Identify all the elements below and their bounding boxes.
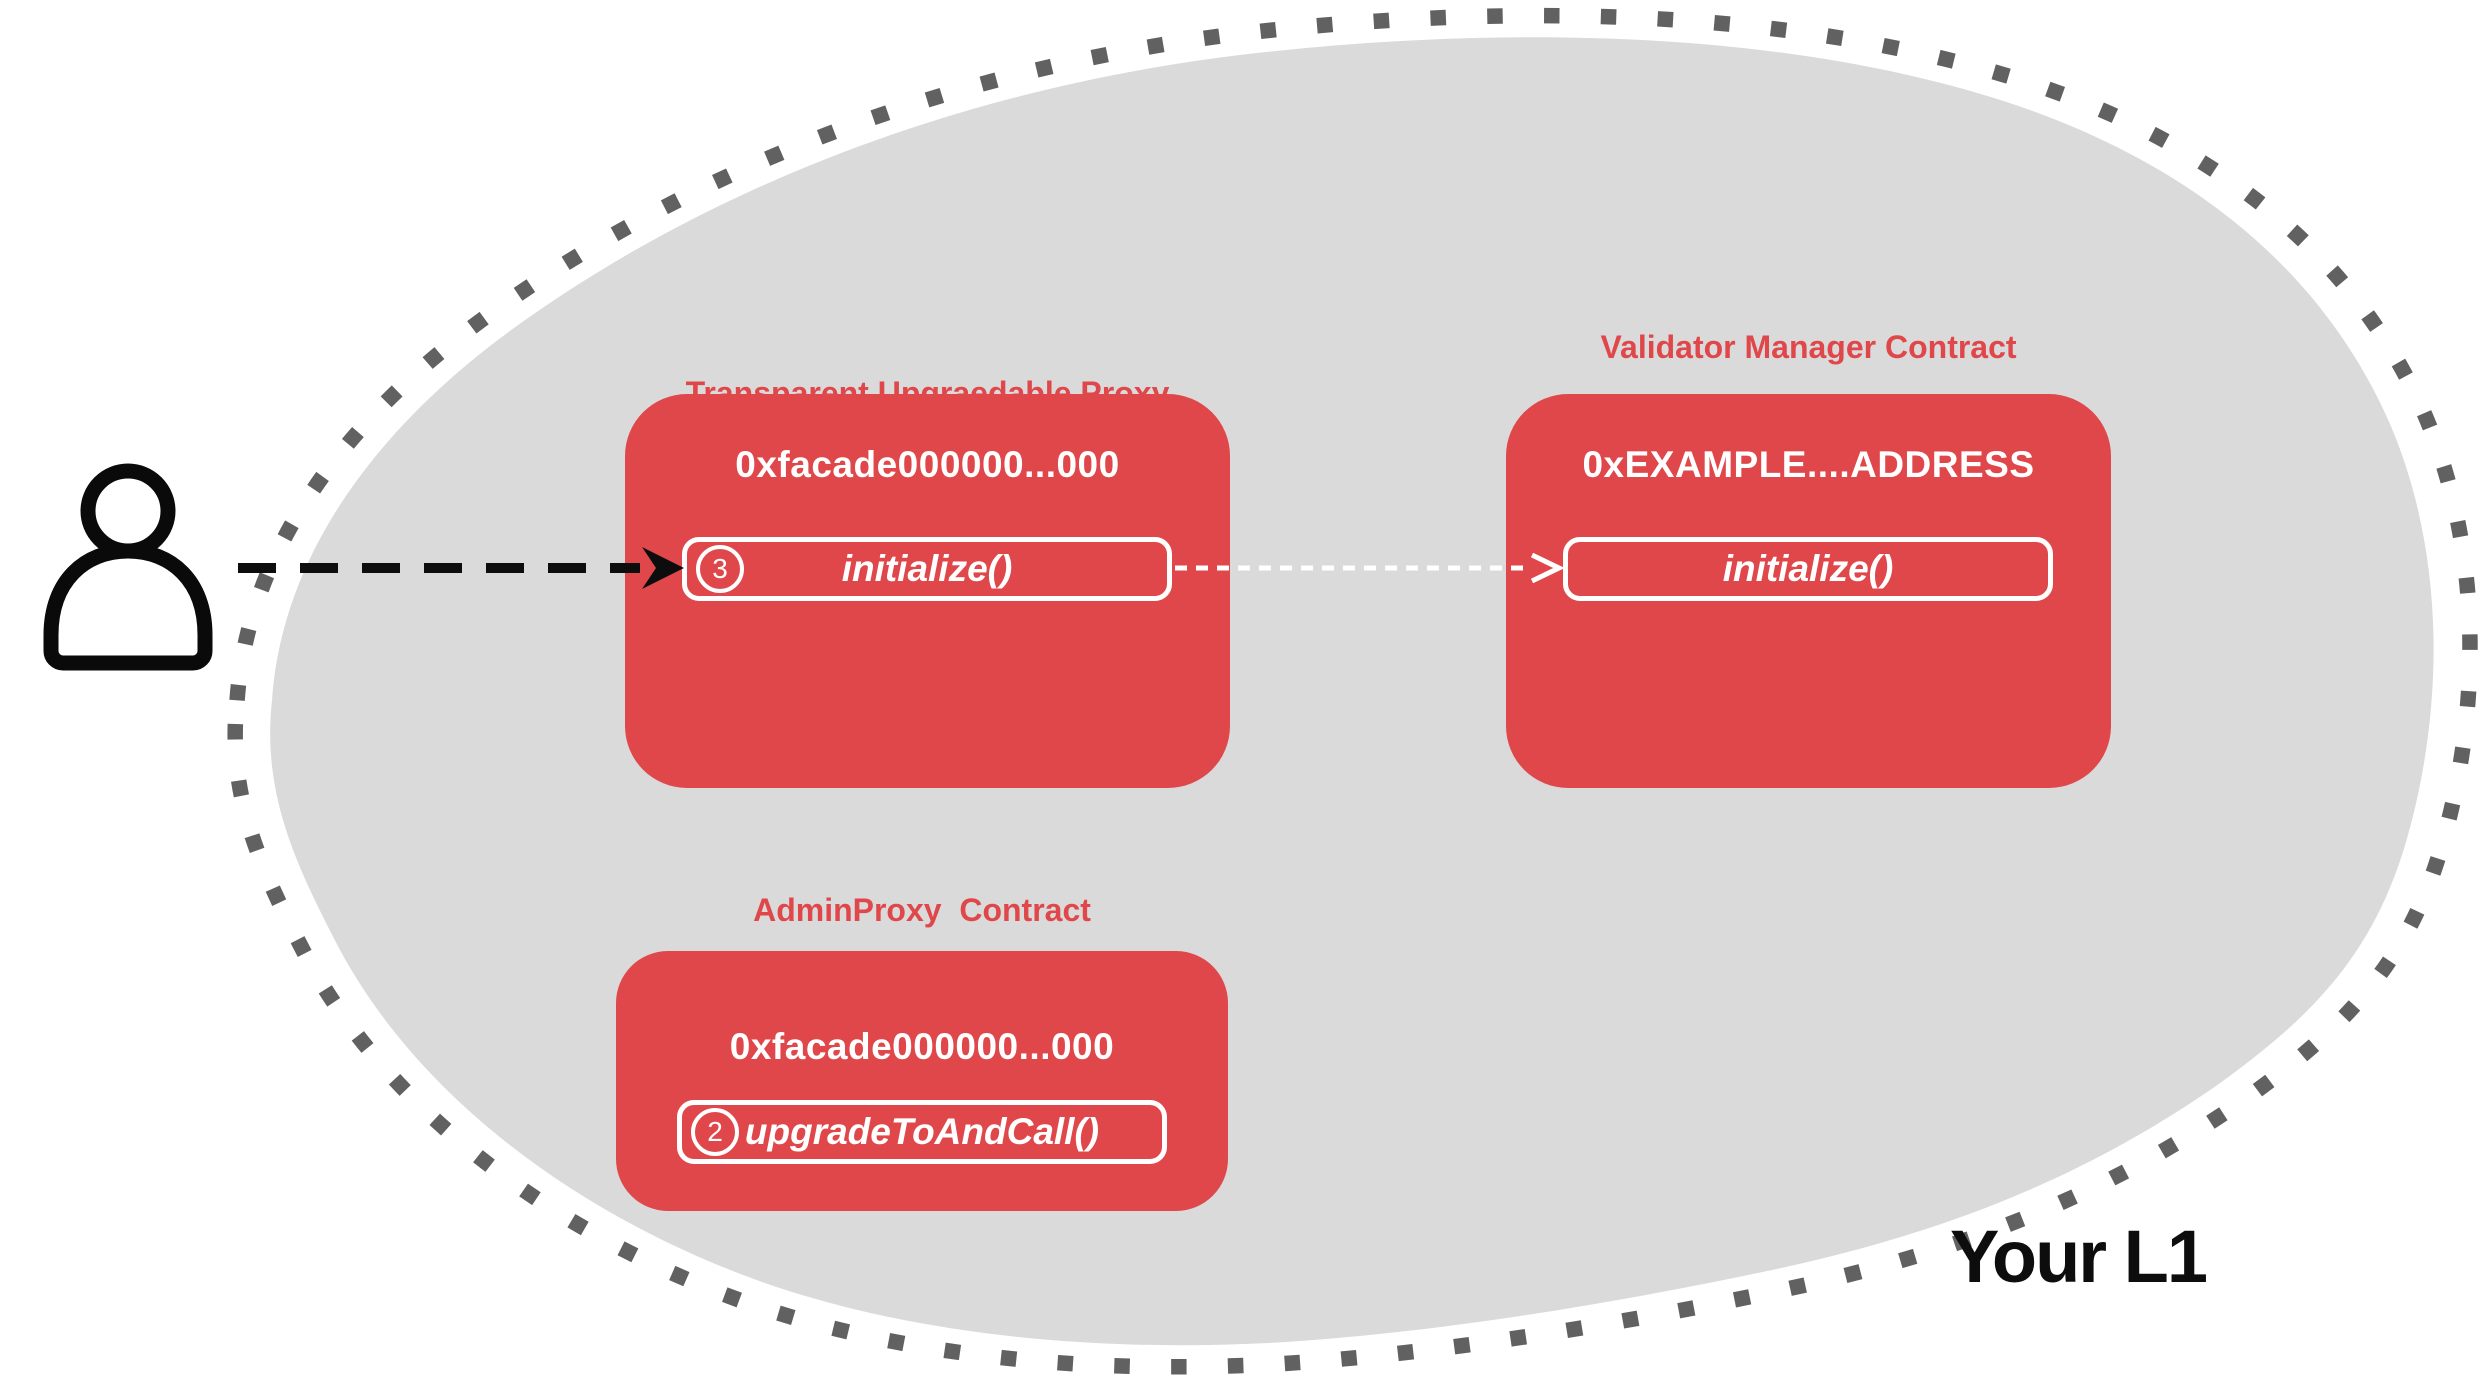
proxy-initialize-method: 3 initialize() — [682, 537, 1172, 601]
admin-upgrade-method: 2 upgradeToAndCall() — [677, 1100, 1167, 1164]
step-3-badge: 3 — [696, 545, 744, 593]
validator-contract-box: 0xEXAMPLE....ADDRESS initialize() — [1506, 394, 2111, 788]
proxy-contract-address: 0xfacade000000...000 — [735, 444, 1120, 485]
region-label-your-l1: Your L1 — [1950, 1215, 2208, 1298]
validator-method-label: initialize() — [1722, 548, 1894, 589]
step-2-badge: 2 — [691, 1108, 739, 1156]
validator-contract-title: Validator Manager Contract — [1600, 329, 2017, 365]
admin-contract-address: 0xfacade000000...000 — [729, 1026, 1115, 1067]
user-person-icon — [43, 463, 213, 671]
proxy-contract-box: 0xfacade000000...000 3 initialize() — [625, 394, 1230, 788]
admin-contract-box: 0xfacade000000...000 2 upgradeToAndCall(… — [616, 951, 1228, 1211]
admin-contract-title: AdminProxy Contract — [753, 892, 1091, 928]
validator-contract-address: 0xEXAMPLE....ADDRESS — [1582, 444, 2035, 485]
admin-method-label: upgradeToAndCall() — [744, 1111, 1100, 1152]
proxy-method-label: initialize() — [841, 548, 1013, 589]
validator-initialize-method: initialize() — [1563, 537, 2053, 601]
